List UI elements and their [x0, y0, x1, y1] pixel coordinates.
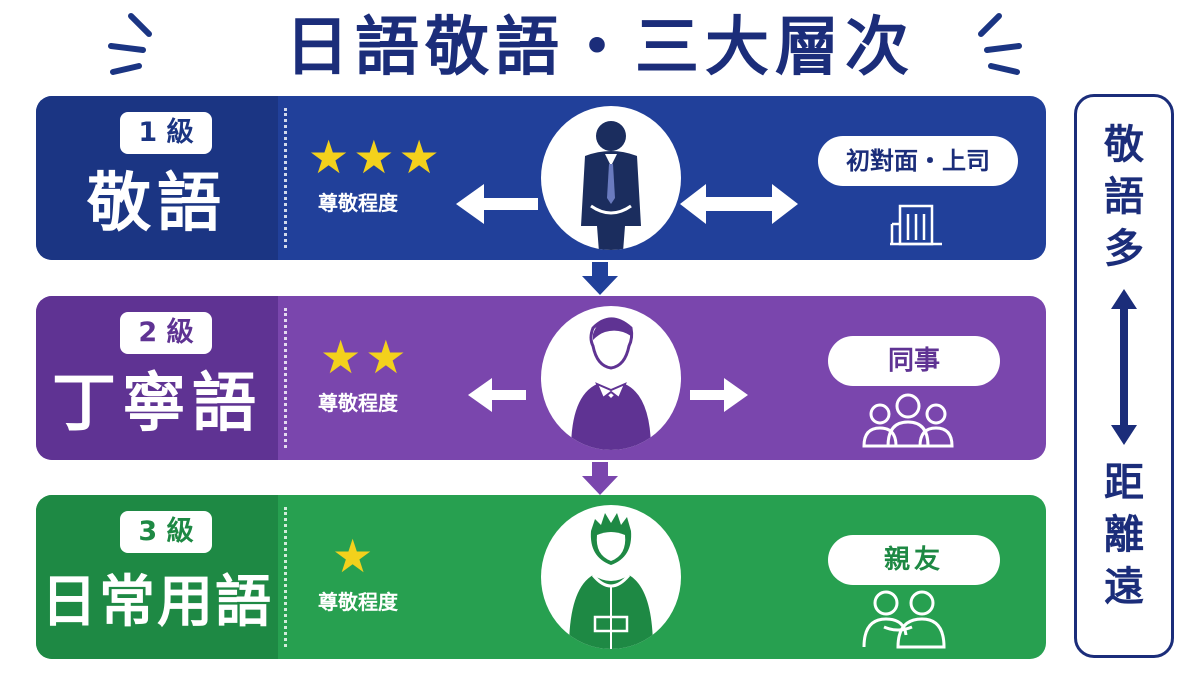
level-3-name: 日常用語: [41, 570, 273, 635]
bowing-businessman-icon: [541, 106, 681, 250]
level-2-respect-label: 尊敬程度: [318, 391, 398, 415]
double-vertical-arrow-icon: [1111, 289, 1137, 445]
level-3-header: 3 級 日常用語: [36, 495, 278, 659]
level-1-name: 敬語: [87, 167, 227, 241]
level-1-target: 初對面・上司: [818, 136, 1018, 186]
emphasis-lines-left-icon: [108, 13, 152, 75]
level-2-badge: 2 級: [120, 312, 212, 354]
level-1-badge: 1 級: [120, 112, 212, 154]
divider: [284, 108, 287, 248]
level-1-panel: 1 級 敬語 ★★★ 尊敬程度 初對面・上司: [36, 96, 1046, 260]
page-title: 日語敬語・三大層次: [285, 11, 915, 85]
left-arrow-icon: [456, 184, 538, 224]
divider: [284, 507, 287, 647]
divider: [284, 308, 287, 448]
level-1-header: 1 級 敬語: [36, 96, 278, 260]
group-of-people-icon: [862, 393, 954, 448]
person-in-collared-shirt-icon: [541, 306, 681, 450]
two-friends-icon: [862, 590, 946, 649]
level-1-respect-label: 尊敬程度: [318, 191, 398, 215]
level-3-panel: 3 級 日常用語 ★ 尊敬程度 親友: [36, 495, 1046, 659]
level-3-respect-label: 尊敬程度: [318, 590, 398, 614]
level-2-target: 同事: [828, 336, 1000, 386]
down-arrow-1-icon: [582, 262, 618, 295]
person-in-hoodie-icon: [541, 505, 681, 649]
level-1-stars: ★★★: [308, 130, 444, 184]
level-2-name: 丁寧語: [52, 367, 262, 441]
building-icon: [890, 204, 942, 246]
formality-scale: 敬語多 距離遠: [1074, 94, 1174, 658]
level-3-target: 親友: [828, 535, 1000, 585]
level-3-badge: 3 級: [120, 511, 212, 553]
level-2-panel: 2 級 丁寧語 ★★ 尊敬程度 同事: [36, 296, 1046, 460]
right-arrow-icon: [690, 378, 748, 412]
down-arrow-2-icon: [582, 462, 618, 495]
emphasis-lines-right-icon: [978, 13, 1022, 75]
left-arrow-icon: [468, 378, 526, 412]
level-2-stars: ★★: [320, 330, 411, 384]
double-arrow-icon: [680, 184, 798, 224]
scale-top-label: 敬語多: [1104, 122, 1144, 272]
level-2-header: 2 級 丁寧語: [36, 296, 278, 460]
level-3-stars: ★: [332, 529, 378, 583]
scale-bottom-label: 距離遠: [1104, 460, 1144, 610]
